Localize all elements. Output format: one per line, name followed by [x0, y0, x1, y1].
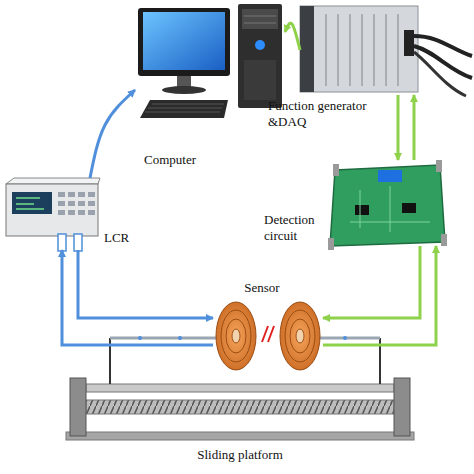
meter-top	[6, 178, 100, 184]
controller-module	[300, 6, 314, 92]
standoff	[333, 164, 339, 176]
lead-screw	[86, 400, 394, 414]
signal-connector	[62, 250, 213, 345]
monitor-bezel	[138, 8, 230, 76]
coil-rod	[110, 337, 226, 340]
node-label: Sensor	[232, 280, 292, 296]
rod-mark	[178, 336, 182, 340]
coil-turn	[285, 310, 315, 362]
circuit-board	[328, 160, 447, 250]
receive-coil	[280, 302, 320, 370]
node-label: Detection circuit	[264, 212, 328, 244]
end-block	[394, 378, 410, 436]
sliding-platform-node: Sliding platform	[66, 372, 414, 440]
module-slots	[326, 14, 398, 86]
coil-turn	[226, 319, 246, 353]
sensor-coils	[110, 302, 380, 384]
node-label: LCR	[104, 230, 144, 246]
support-post	[379, 338, 381, 384]
gap-mark	[262, 326, 268, 342]
monitor-base	[162, 86, 206, 94]
terminal-block	[378, 170, 402, 182]
signal-connector	[413, 95, 416, 160]
sensor-node: Sensor	[213, 300, 323, 372]
monitor-screen	[143, 12, 225, 70]
function-generator-node: Function generator &DAQ	[300, 3, 418, 95]
meter-front	[6, 184, 98, 236]
pcb	[330, 165, 445, 246]
keyboard	[140, 100, 228, 118]
computer-tower	[238, 4, 282, 108]
node-label: Sliding platform	[180, 447, 300, 463]
pcb-traces	[350, 186, 430, 232]
coil-turn	[221, 310, 251, 362]
connector-block	[404, 30, 414, 56]
transmit-coil	[216, 302, 256, 370]
detection-circuit-node: Detection circuit	[330, 160, 445, 246]
standoff	[328, 238, 334, 250]
drive-slot	[244, 16, 276, 17]
drive-slot	[244, 23, 276, 24]
gap-mark	[268, 326, 274, 342]
rod-mark	[138, 336, 142, 340]
lcr-meter	[6, 178, 100, 251]
signal-connector	[397, 95, 400, 160]
chassis-body	[300, 6, 418, 92]
coil-rod	[310, 337, 380, 340]
signal-connector	[90, 90, 135, 178]
signal-connector	[323, 246, 436, 345]
coil-turn	[290, 319, 310, 353]
display-readout	[16, 198, 44, 209]
power-button	[255, 40, 265, 50]
meter-display	[12, 192, 52, 214]
node-label: Computer	[125, 152, 215, 168]
node-label: Function generator &DAQ	[268, 98, 380, 130]
meter-buttons	[58, 192, 95, 215]
drive-bay	[242, 9, 278, 29]
test-lead-post	[58, 234, 66, 251]
signal-connector	[285, 23, 300, 50]
standoff	[436, 160, 442, 172]
cable	[414, 36, 472, 56]
support-post	[109, 338, 111, 384]
lcr-meter-node: LCR	[5, 178, 100, 250]
signal-connector	[323, 246, 420, 318]
keyboard-keys	[145, 104, 224, 112]
cable	[414, 52, 466, 96]
computer-node: Computer	[135, 2, 285, 122]
test-lead-post	[74, 234, 82, 251]
tower-grille	[244, 60, 276, 100]
carriage-plate	[86, 384, 394, 392]
standoff	[441, 234, 447, 246]
daq-chassis	[300, 6, 472, 96]
coil-core	[232, 329, 240, 343]
end-block	[70, 378, 86, 436]
ic-chip	[402, 203, 416, 213]
sliding-platform	[66, 378, 414, 440]
cable	[414, 46, 472, 78]
signal-connector	[78, 250, 213, 318]
ic-chip	[355, 205, 369, 215]
rod-mark	[343, 336, 347, 340]
computer-illustration	[138, 4, 282, 118]
base-plate	[66, 432, 414, 440]
coil-core	[296, 329, 304, 343]
